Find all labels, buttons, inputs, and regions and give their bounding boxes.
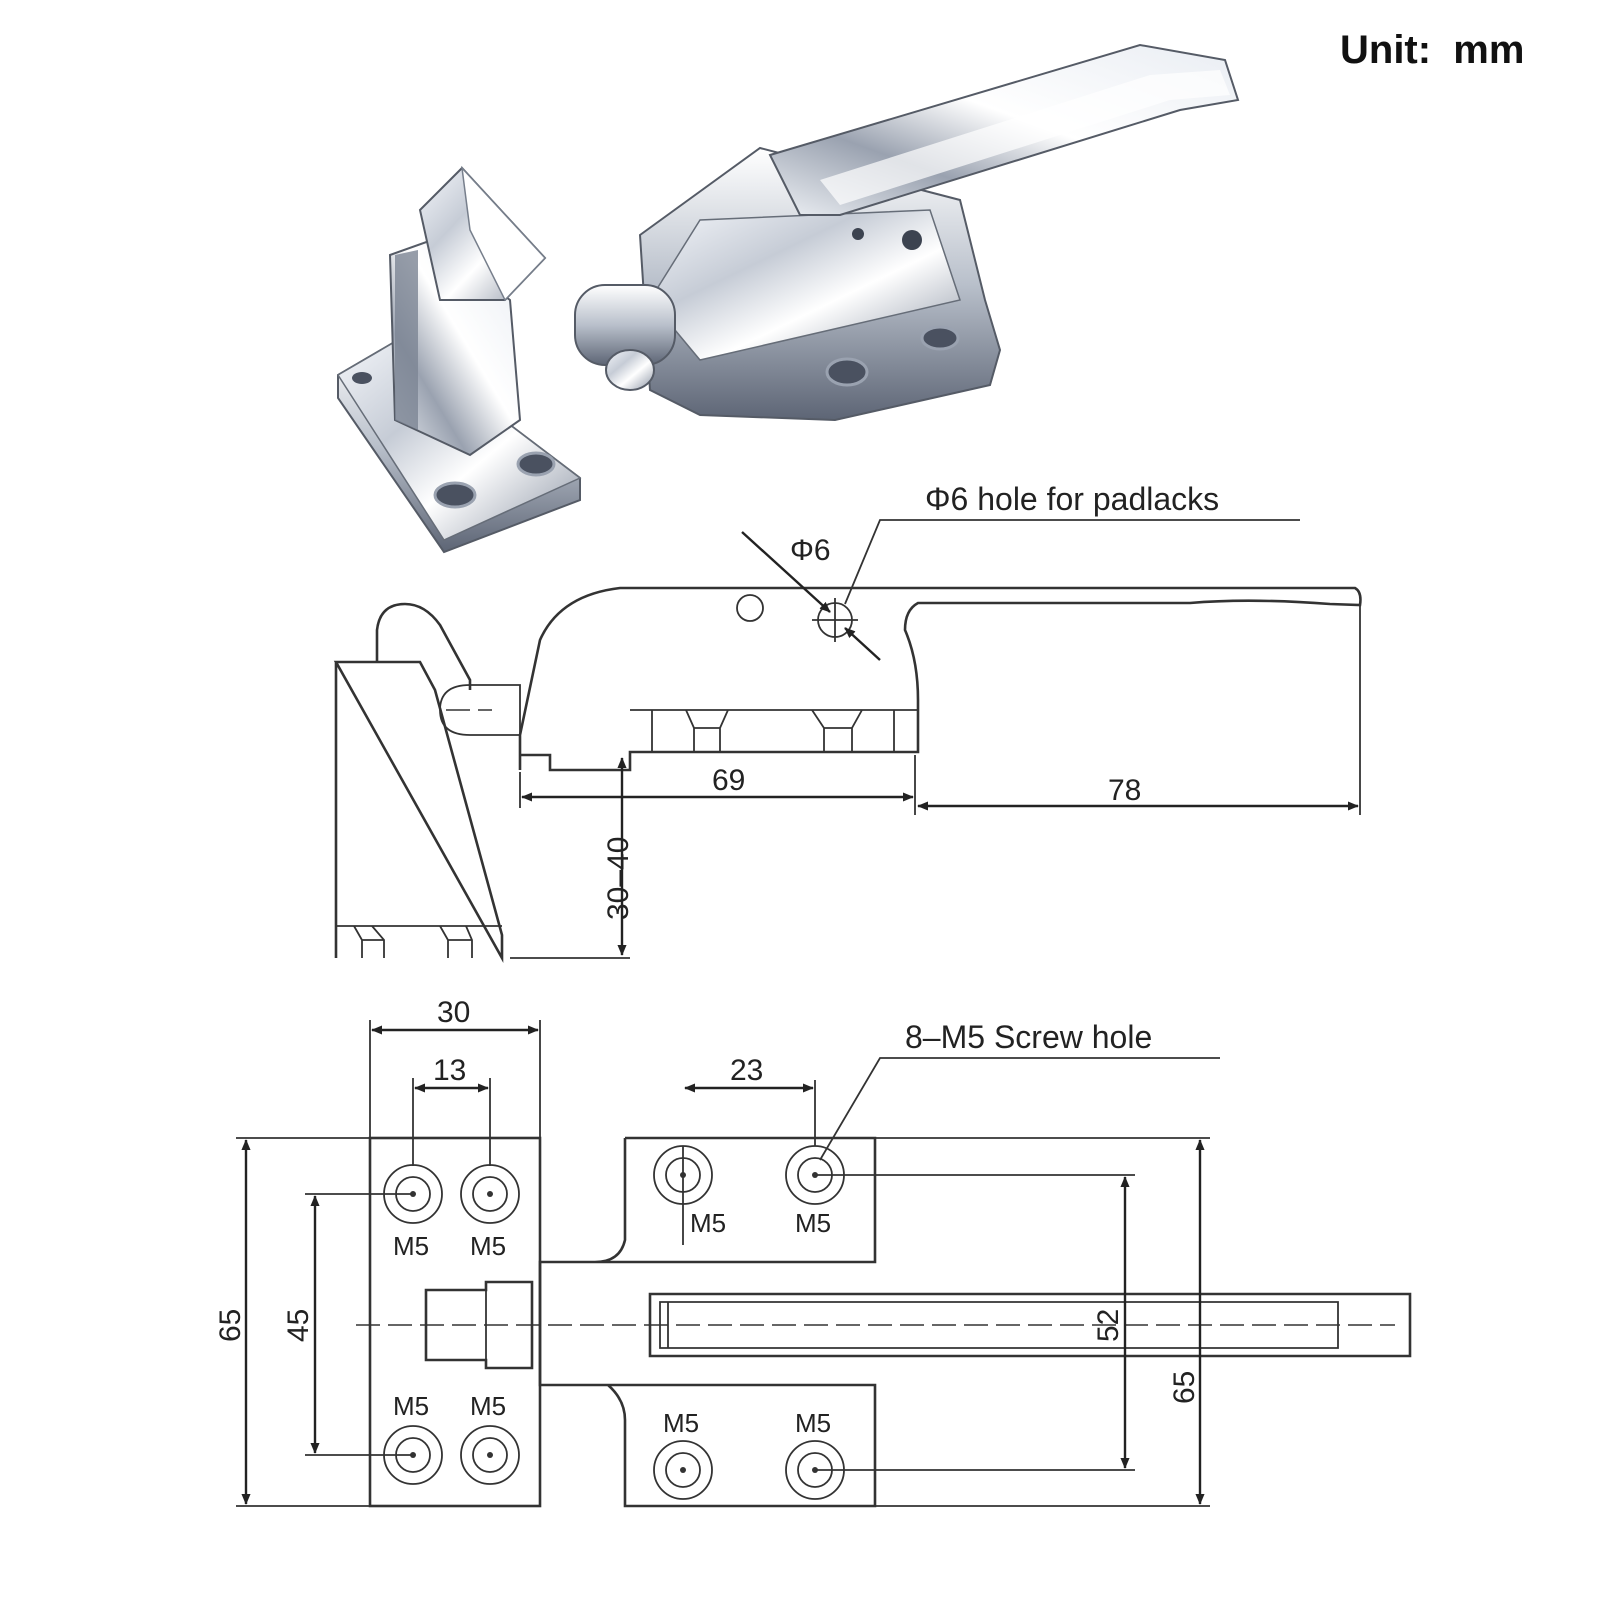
hole-label: M5	[393, 1391, 429, 1421]
dim-strike-hole-spacing: 13	[433, 1054, 466, 1087]
dim-strike-height: 65	[214, 1309, 247, 1342]
hole-label: M5	[795, 1408, 831, 1438]
hole-label: M5	[795, 1208, 831, 1238]
hole-label: M5	[393, 1231, 429, 1261]
screw-hole-callout: 8–M5 Screw hole	[905, 1019, 1152, 1055]
dim-strike-vertical-spacing: 45	[282, 1309, 315, 1342]
hole-label: M5	[470, 1231, 506, 1261]
hole-label: M5	[470, 1391, 506, 1421]
hole-label: M5	[690, 1208, 726, 1238]
side-view: Φ6 Φ6 hole for padlacks 69 78 30–40	[333, 481, 1362, 963]
dim-gap: 30–40	[602, 837, 635, 920]
screw-holes	[383, 1145, 845, 1500]
hole-label: M5	[663, 1408, 699, 1438]
latch-profile	[518, 586, 1362, 772]
padlock-hole-callout: Φ6 hole for padlacks	[925, 481, 1219, 517]
dim-body-hole-spacing: 23	[730, 1054, 763, 1087]
top-view: M5 M5 M5 M5 M5 M5 M5 M5 30 13 23 8–M5 Sc…	[214, 996, 1412, 1508]
dim-strike-width: 30	[437, 996, 470, 1029]
product-illustration	[336, 43, 1240, 554]
strike-profile	[333, 602, 504, 963]
dim-handle-length: 78	[1108, 774, 1141, 807]
unit-label: Unit: mm	[1340, 28, 1525, 72]
m5-hole	[653, 1440, 713, 1500]
latch-base-outline	[538, 1136, 877, 1508]
dim-body-vertical-spacing: 52	[1092, 1309, 1125, 1342]
dim-base-length: 69	[712, 764, 745, 797]
m5-hole	[460, 1425, 520, 1485]
strike-keeper-illustration	[336, 165, 582, 554]
dim-body-height: 65	[1168, 1371, 1201, 1404]
m5-hole	[460, 1164, 520, 1224]
hole-diameter-label: Φ6	[790, 534, 831, 567]
latch-body-illustration	[574, 43, 1240, 422]
